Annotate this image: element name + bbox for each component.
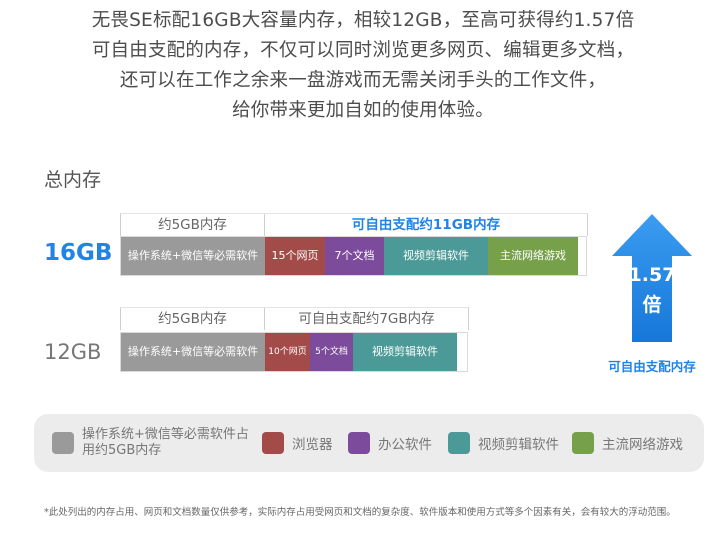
intro-line: 无畏SE标配16GB大容量内存，相较12GB，至高可获得约1.57倍 — [91, 10, 635, 31]
intro-paragraph: 无畏SE标配16GB大容量内存，相较12GB，至高可获得约1.57倍 可自由支配… — [0, 6, 726, 126]
legend-item-video: 视频剪辑软件 — [448, 414, 559, 472]
segment-office: 7个文档 — [325, 237, 384, 275]
arrow-caption: 可自由支配内存 — [608, 359, 696, 374]
legend-label: 办公软件 — [378, 437, 432, 453]
multiplier-unit: 倍 — [642, 294, 662, 316]
legend: 操作系统+微信等必需软件占用约5GB内存 浏览器 办公软件 视频剪辑软件 主流网… — [34, 414, 704, 472]
legend-swatch — [448, 432, 470, 454]
legend-label: 视频剪辑软件 — [478, 437, 559, 453]
intro-line: 给你带来更加自如的使用体验。 — [232, 100, 494, 121]
intro-line: 可自由支配的内存，不仅可以同时浏览更多网页、编辑更多文档， — [91, 40, 635, 61]
legend-swatch — [348, 432, 370, 454]
memory-bar-16gb: 操作系统+微信等必需软件 15个网页 7个文档 视频剪辑软件 主流网络游戏 — [120, 236, 587, 276]
capacity-label-12gb: 12GB — [44, 340, 102, 364]
segment-game: 主流网络游戏 — [488, 237, 578, 275]
segment-system: 操作系统+微信等必需软件 — [121, 333, 265, 371]
scale-reserved-12gb: 约5GB内存 — [158, 311, 227, 327]
capacity-label-16gb: 16GB — [44, 240, 113, 266]
section-title: 总内存 — [44, 169, 102, 191]
legend-label: 操作系统+微信等必需软件占用约5GB内存 — [82, 427, 249, 458]
footnote: *此处列出的内存占用、网页和文档数量仅供参考，实际内存占用受网页和文档的复杂度、… — [44, 507, 676, 518]
segment-browser: 15个网页 — [265, 237, 325, 275]
multiplier-value: 1.57 — [628, 264, 676, 286]
legend-item-game: 主流网络游戏 — [572, 414, 683, 472]
arrow-up-icon — [612, 214, 692, 342]
legend-swatch — [572, 432, 594, 454]
segment-browser: 10个网页 — [265, 333, 310, 371]
intro-line: 还可以在工作之余来一盘游戏而无需关闭手头的工作文件， — [119, 70, 607, 91]
segment-video: 视频剪辑软件 — [384, 237, 488, 275]
legend-item-system: 操作系统+微信等必需软件占用约5GB内存 — [52, 414, 254, 472]
scale-row-12gb: 约5GB内存 可自由支配约7GB内存 — [120, 307, 469, 330]
segment-video: 视频剪辑软件 — [353, 333, 457, 371]
memory-bar-12gb: 操作系统+微信等必需软件 10个网页 5个文档 视频剪辑软件 — [120, 332, 468, 372]
segment-system: 操作系统+微信等必需软件 — [121, 237, 265, 275]
scale-reserved-16gb: 约5GB内存 — [158, 217, 227, 233]
scale-divider — [264, 308, 265, 330]
legend-swatch — [262, 432, 284, 454]
legend-label: 浏览器 — [292, 437, 333, 453]
legend-label: 主流网络游戏 — [602, 437, 683, 453]
scale-row-16gb: 约5GB内存 可自由支配约11GB内存 — [120, 213, 588, 236]
legend-swatch — [52, 432, 74, 454]
scale-free-12gb: 可自由支配约7GB内存 — [298, 311, 435, 327]
increase-arrow: 1.57 倍 — [610, 212, 694, 344]
scale-divider — [264, 214, 265, 236]
legend-item-browser: 浏览器 — [262, 414, 333, 472]
segment-office: 5个文档 — [310, 333, 353, 371]
scale-free-16gb: 可自由支配约11GB内存 — [351, 217, 501, 233]
legend-item-office: 办公软件 — [348, 414, 432, 472]
